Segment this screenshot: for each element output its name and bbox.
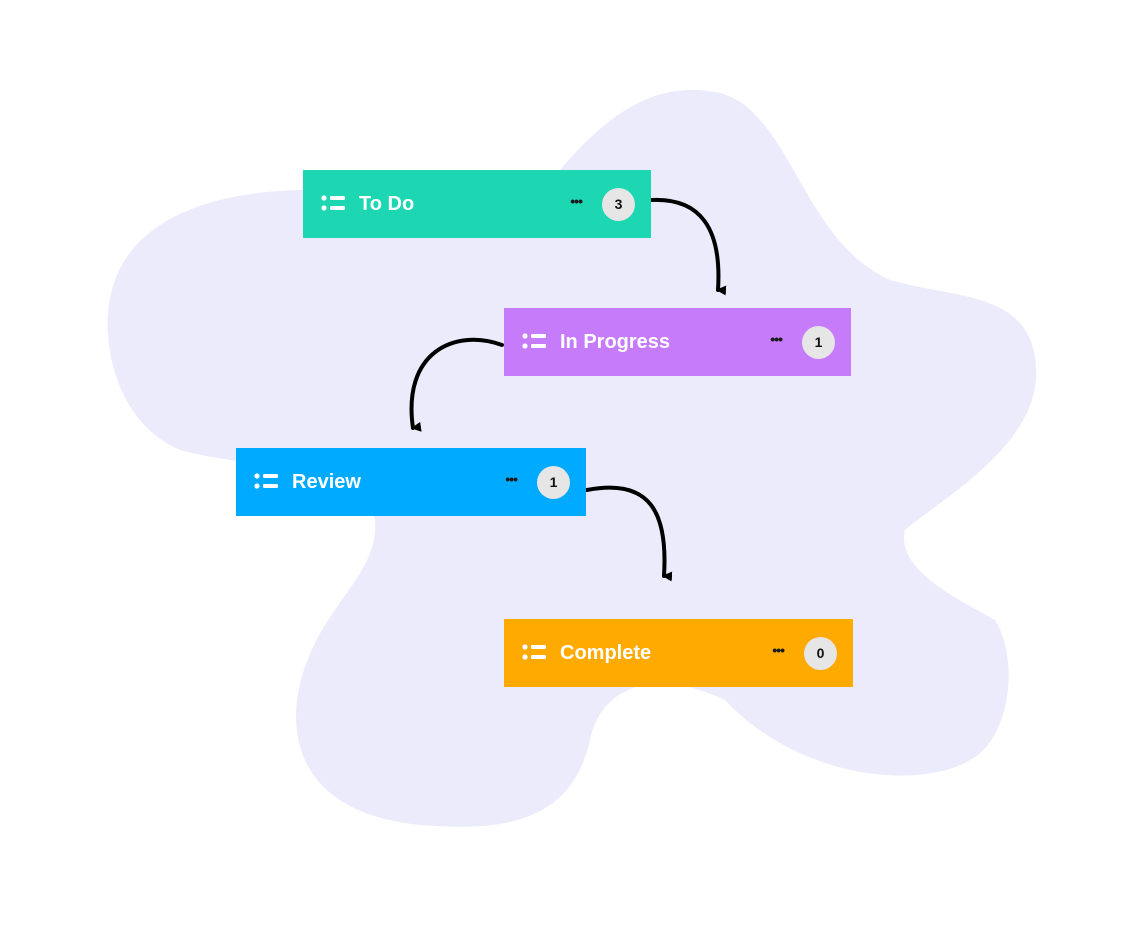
list-icon [522,333,546,349]
more-options-icon[interactable]: ••• [570,193,583,209]
stage-title: Complete [560,641,652,664]
stage-complete[interactable]: Complete ••• 0 [504,619,853,687]
more-options-icon[interactable]: ••• [505,471,518,487]
list-icon [254,473,278,489]
count-badge: 1 [537,465,570,499]
stage-review[interactable]: Review ••• 1 [236,448,586,516]
stage-to-do[interactable]: To Do ••• 3 [303,170,651,238]
count-badge: 3 [602,187,635,221]
stage-in-progress[interactable]: In Progress ••• 1 [504,308,851,376]
more-options-icon[interactable]: ••• [772,642,785,658]
count-badge: 0 [804,636,837,670]
arrow-todo-to-in-progress [650,197,727,296]
arrow-review-to-complete [585,485,673,582]
stage-title: To Do [359,192,415,215]
list-icon [522,644,546,660]
list-icon [321,195,345,211]
count-badge: 1 [802,325,835,359]
stage-title: In Progress [560,330,671,353]
stage-title: Review [292,470,361,493]
more-options-icon[interactable]: ••• [770,331,783,347]
arrow-in-progress-to-review [409,337,504,432]
